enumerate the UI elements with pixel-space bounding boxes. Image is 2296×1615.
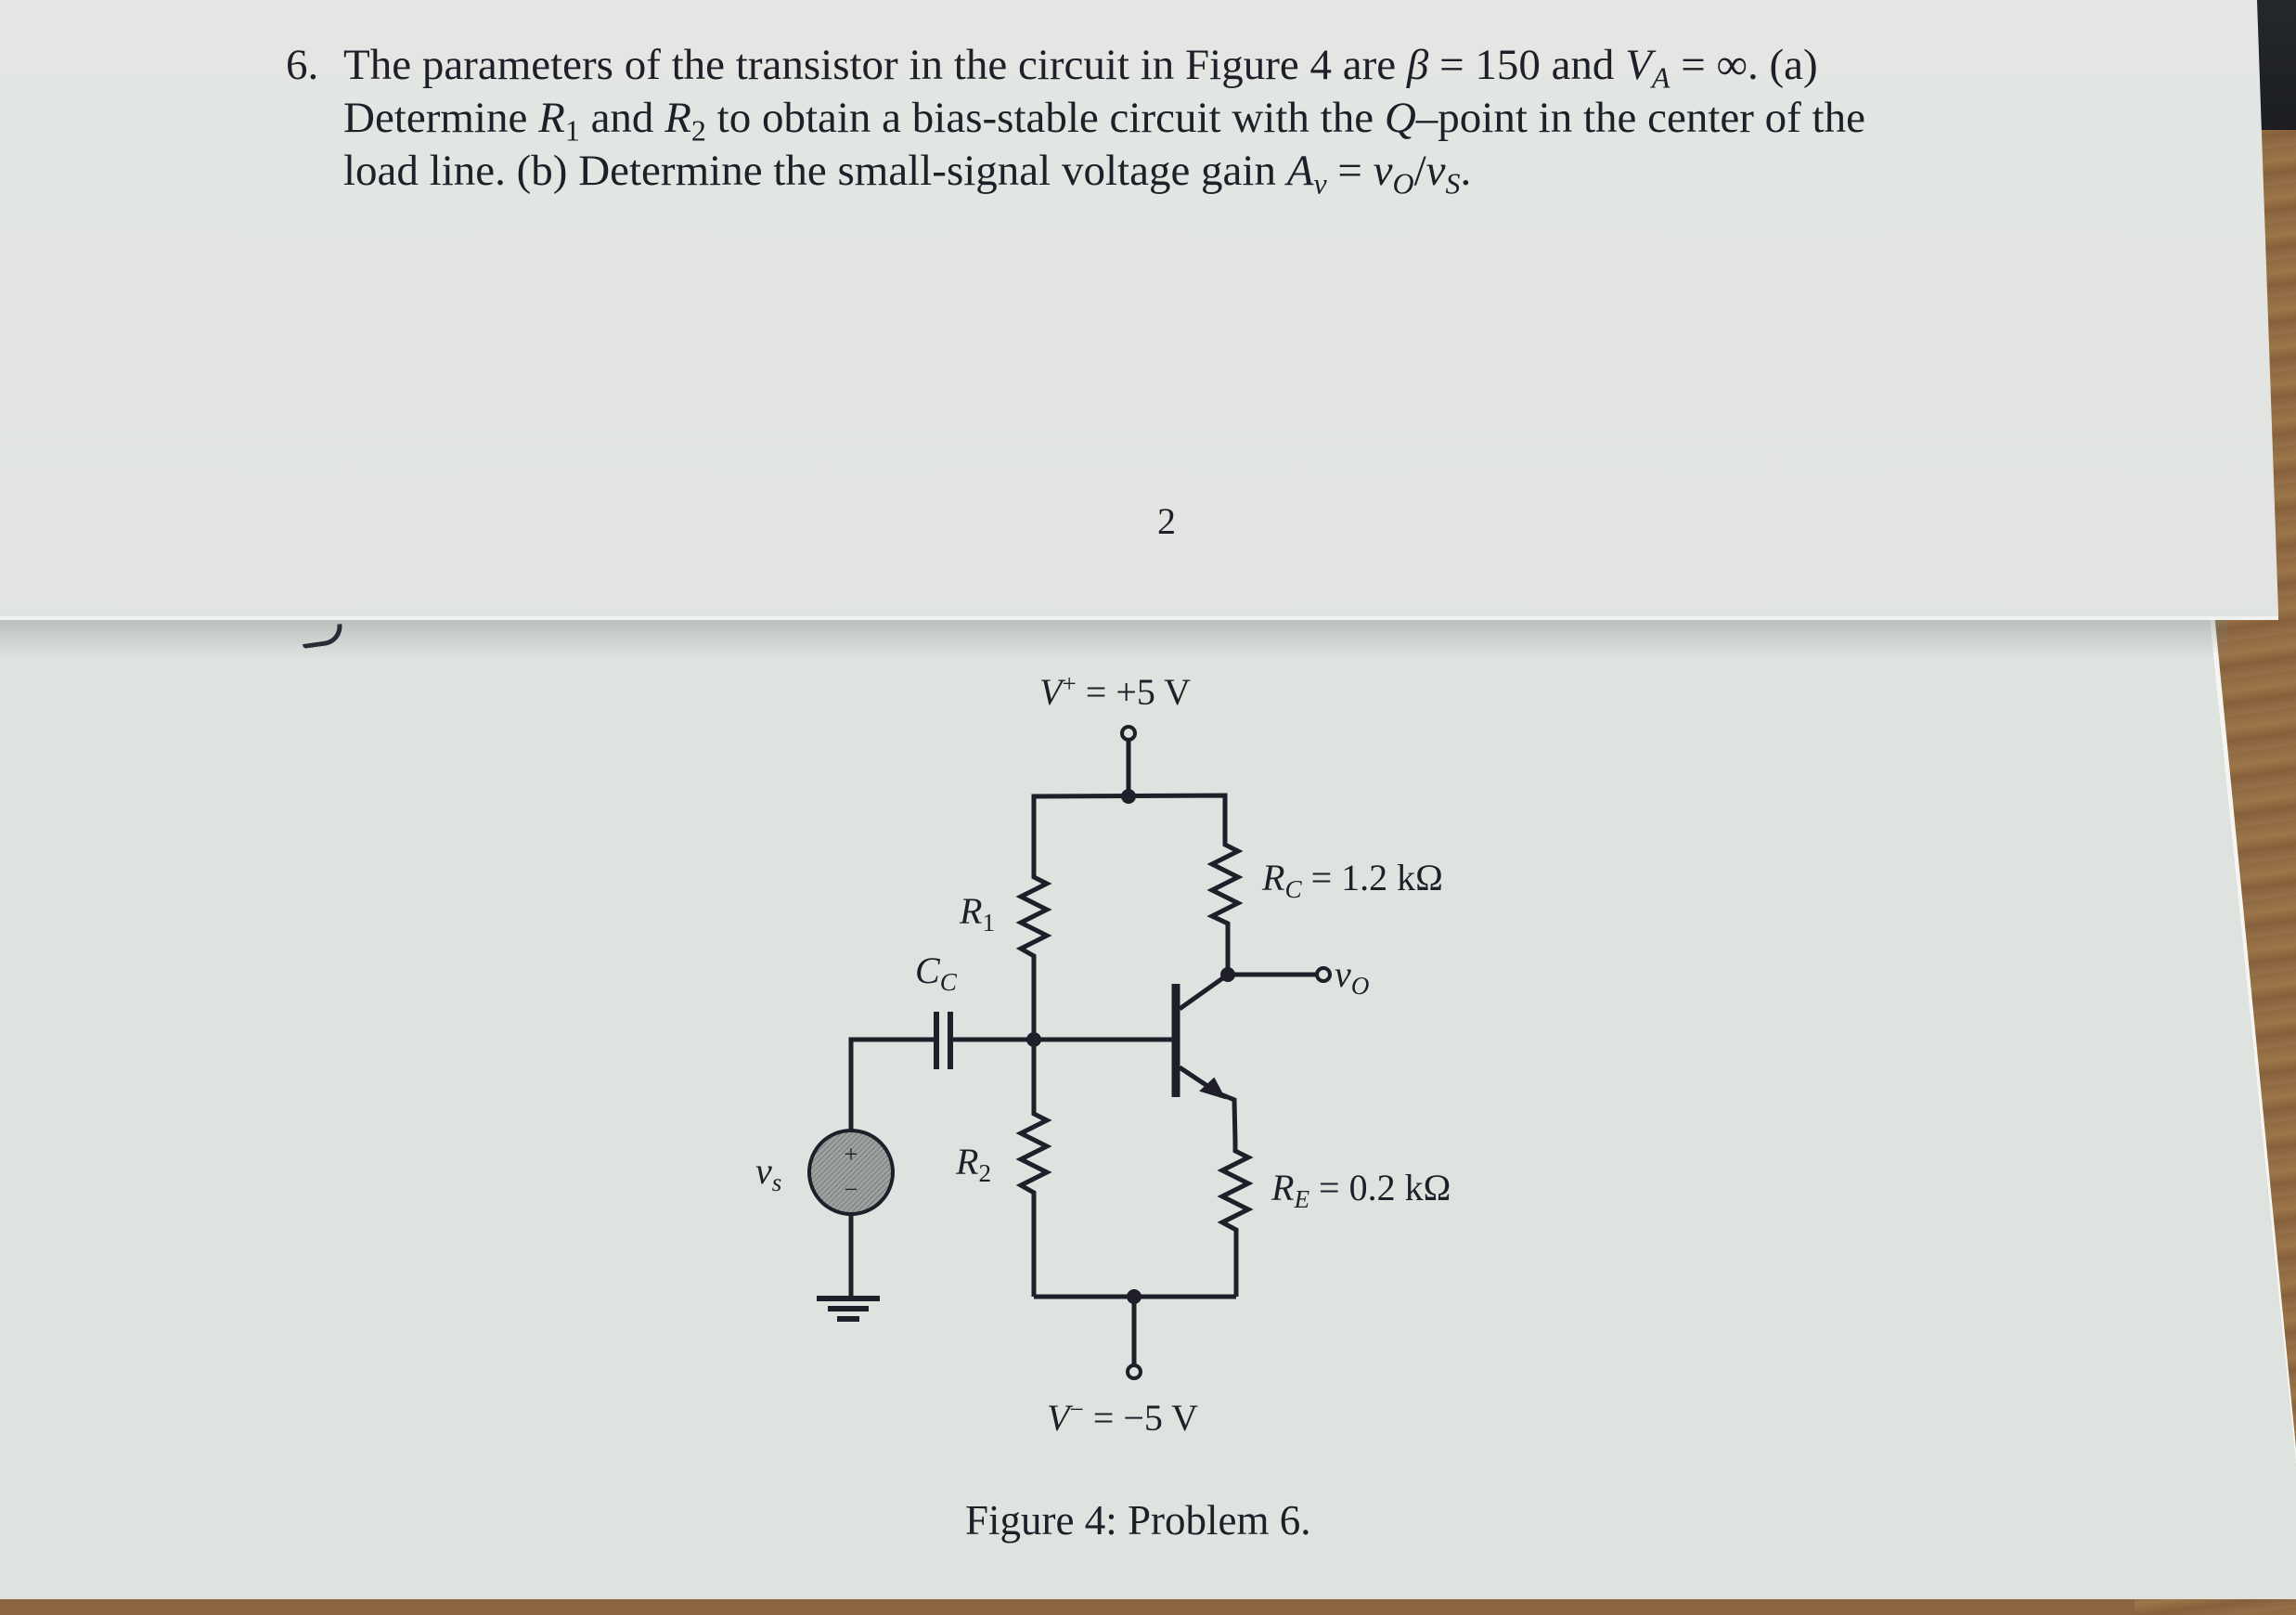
text: The parameters of the transistor in the …: [343, 41, 1407, 89]
paper-shadow: [0, 620, 2227, 657]
text: = ∞. (a): [1670, 41, 1818, 89]
symbol: R: [1262, 857, 1285, 898]
problem-line-2: Determine R1 and R2 to obtain a bias-sta…: [286, 92, 2105, 148]
npn-transistor: [1171, 972, 1238, 1143]
problem-line-1: 6. The parameters of the transistor in th…: [286, 39, 2105, 95]
text: = 150 and: [1428, 41, 1626, 89]
source-minus-sign: −: [845, 1176, 858, 1203]
symbol: R: [1271, 1167, 1295, 1208]
vminus-terminal: [1126, 1297, 1142, 1380]
vs-symbol: v: [1425, 147, 1446, 195]
source-plus-sign: +: [845, 1141, 858, 1168]
problem-number: 6.: [286, 41, 319, 89]
text: .: [1460, 147, 1472, 195]
symbol: C: [915, 950, 940, 991]
superscript: +: [1062, 669, 1077, 698]
symbol: R: [956, 1141, 979, 1182]
symbol: v: [1335, 953, 1351, 995]
symbol: V: [1039, 671, 1063, 713]
vminus-label: V− = −5 V: [1047, 1396, 1198, 1440]
text: –point in the center of the: [1415, 94, 1865, 142]
text: /: [1413, 147, 1426, 195]
vo-label: vO: [1335, 952, 1369, 999]
cc-label: CC: [915, 949, 957, 995]
subscript: C: [1284, 875, 1302, 904]
vplus-label: V+ = +5 V: [1039, 670, 1191, 714]
subscript: v: [1313, 167, 1327, 200]
r2-symbol: R: [664, 94, 691, 142]
vo-terminal: [1315, 966, 1332, 983]
junction-dots: [1026, 789, 1235, 1304]
rc-resistor: [1206, 840, 1244, 975]
q-symbol: Q: [1384, 94, 1416, 142]
problem-statement: 6. The parameters of the transistor in th…: [286, 39, 2105, 200]
rc-label: RC = 1.2 kΩ: [1262, 856, 1443, 902]
r1-label: R1: [960, 889, 995, 936]
value: = 1.2 kΩ: [1301, 857, 1443, 898]
value: = −5 V: [1083, 1397, 1199, 1439]
top-rail-wire: [1031, 793, 1228, 872]
early-voltage-symbol: V: [1625, 41, 1652, 89]
subscript: O: [1392, 167, 1414, 200]
subscript: O: [1350, 972, 1370, 1001]
r2-resistor: [1015, 1040, 1052, 1297]
subscript: 1: [564, 114, 580, 148]
coupling-capacitor: [848, 1012, 953, 1130]
gain-symbol: A: [1286, 147, 1314, 195]
text: to obtain a bias-stable circuit with the: [705, 94, 1385, 142]
value: = +5 V: [1076, 671, 1192, 713]
r1-symbol: R: [538, 94, 565, 142]
figure-caption: Figure 4: Problem 6.: [965, 1497, 1311, 1544]
subscript: A: [1651, 61, 1670, 95]
text: and: [579, 94, 665, 142]
problem-line-3: load line. (b) Determine the small-signa…: [286, 145, 2105, 200]
subscript: S: [1445, 167, 1461, 200]
re-label: RE = 0.2 kΩ: [1271, 1166, 1451, 1212]
subscript: C: [939, 968, 957, 997]
re-resistor: [1217, 1142, 1254, 1297]
r1-resistor: [1015, 872, 1052, 1040]
vs-label: vs: [755, 1149, 782, 1197]
r2-label: R2: [956, 1140, 991, 1186]
subscript: s: [771, 1169, 782, 1197]
signal-source: [807, 1129, 895, 1322]
beta-symbol: β: [1406, 41, 1429, 89]
subscript: 2: [690, 114, 706, 148]
symbol: R: [960, 890, 983, 932]
text: =: [1326, 147, 1374, 195]
subscript: 2: [978, 1159, 992, 1188]
value: = 0.2 kΩ: [1309, 1167, 1451, 1208]
symbol: V: [1047, 1397, 1070, 1439]
vplus-terminal: [1120, 725, 1137, 795]
page-number: 2: [1157, 500, 1176, 542]
text: Determine: [343, 94, 539, 142]
top-paper-edge: [0, 616, 2278, 620]
superscript: −: [1069, 1395, 1084, 1424]
vo-symbol: v: [1373, 147, 1393, 195]
text: load line. (b) Determine the small-signa…: [343, 147, 1287, 195]
symbol: v: [755, 1150, 772, 1192]
subscript: E: [1294, 1185, 1310, 1214]
subscript: 1: [982, 909, 996, 937]
